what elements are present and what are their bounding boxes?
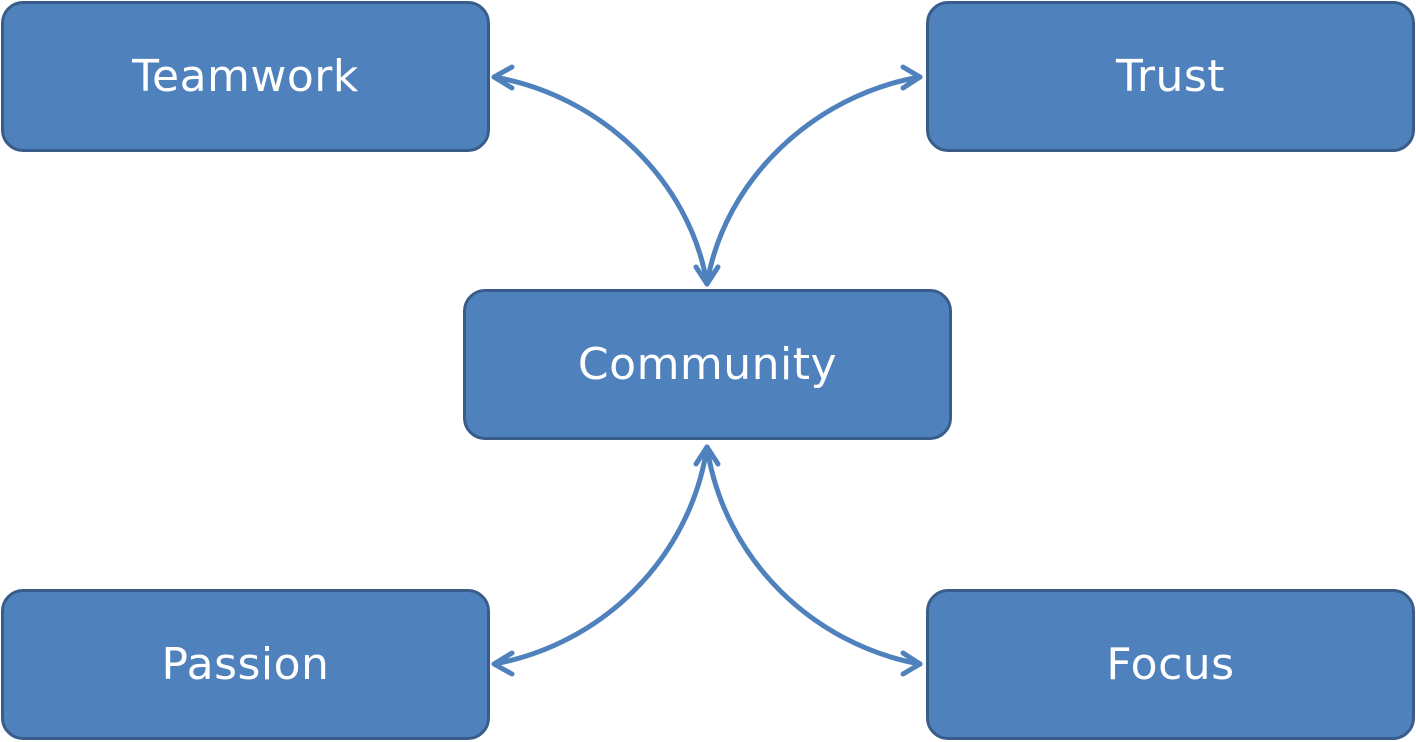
edge-community-passion bbox=[491, 444, 710, 667]
node-community[interactable]: Community bbox=[463, 289, 952, 440]
edge-community-teamwork bbox=[491, 74, 710, 287]
arrowhead-teamwork bbox=[491, 64, 515, 91]
edge-community-focus bbox=[704, 444, 923, 667]
edge-community-trust bbox=[704, 74, 923, 287]
arrowhead-trust bbox=[900, 64, 923, 91]
node-passion[interactable]: Passion bbox=[1, 589, 490, 740]
arrowhead-community-top bbox=[693, 264, 721, 287]
node-label: Trust bbox=[1115, 51, 1226, 102]
node-focus[interactable]: Focus bbox=[926, 589, 1415, 740]
node-label: Focus bbox=[1106, 639, 1235, 690]
node-teamwork[interactable]: Teamwork bbox=[1, 1, 490, 152]
node-label: Passion bbox=[161, 639, 330, 690]
node-trust[interactable]: Trust bbox=[926, 1, 1415, 152]
arrowhead-passion bbox=[491, 650, 515, 677]
arrowhead-focus bbox=[900, 650, 923, 677]
node-label: Community bbox=[577, 339, 838, 390]
node-label: Teamwork bbox=[132, 51, 359, 102]
arrowhead-community-bottom bbox=[693, 444, 721, 467]
